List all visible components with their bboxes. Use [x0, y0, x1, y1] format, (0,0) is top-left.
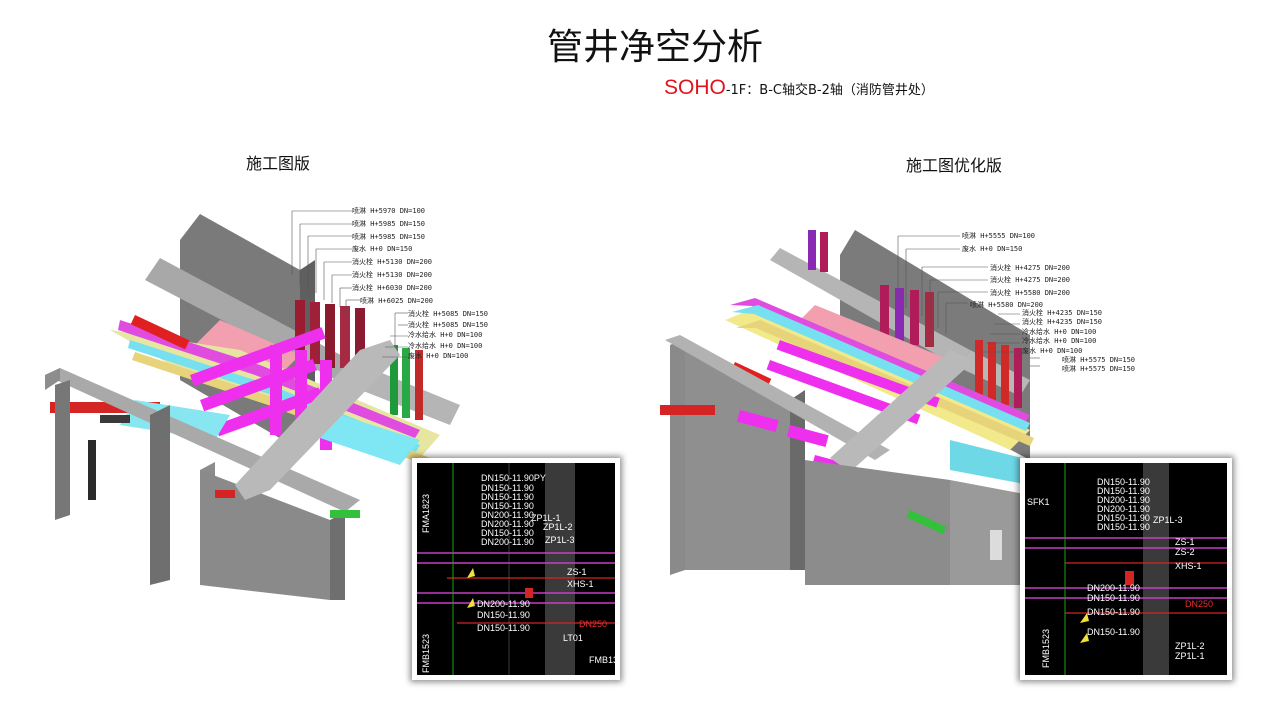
left-annotation: 消火栓 H+5130 DN=200 [352, 258, 433, 267]
right-panel-label: 施工图优化版 [906, 156, 1003, 175]
cad-label: DN150-11.90 [1087, 627, 1140, 637]
left-annotation-list-top: 喷淋 H+5970 DN=100 喷淋 H+5985 DN=150 喷淋 H+5… [352, 205, 433, 307]
left-annotation: 废水 H+0 DN=100 [408, 352, 469, 360]
cad-label: DN150-11.90 [481, 528, 534, 538]
right-annotation: 消火栓 H+4275 DN=200 [990, 276, 1071, 285]
cad-label: ZS-2 [1175, 547, 1195, 557]
cad-label: XHS-1 [567, 579, 594, 589]
left-cad-inset: DN150-11.90PY DN150-11.90 DN150-11.90 DN… [412, 458, 620, 680]
cad-label: DN150-11.90 [1087, 593, 1140, 603]
cad-label: FMB1523 [1041, 629, 1051, 668]
cad-label: ZP1L-1 [1175, 651, 1205, 661]
left-annotation-list-bottom: 消火栓 H+5085 DN=150 消火栓 H+5085 DN=150 冷水给水… [408, 309, 488, 362]
cad-label: DN200-11.90 [477, 599, 530, 609]
left-3d-model [45, 214, 460, 600]
left-annotation-leaders [291, 210, 408, 358]
right-annotation-list-middle: 消火栓 H+4275 DN=200 消火栓 H+4275 DN=200 消火栓 … [970, 262, 1071, 311]
cad-label: DN150-11.90 [1097, 513, 1150, 523]
cad-label: DN200-11.90 [481, 510, 534, 520]
cad-label: DN250 [579, 619, 607, 629]
right-cad-inset: DN150-11.90 DN150-11.90 DN200-11.90 DN20… [1020, 458, 1232, 680]
cad-label: LT01 [563, 633, 583, 643]
left-annotation: 喷淋 H+5985 DN=150 [352, 219, 426, 228]
right-annotation: 冷水给水 H+0 DN=100 [1022, 327, 1097, 336]
right-annotation: 消火栓 H+5580 DN=200 [990, 288, 1071, 297]
cad-label: ZP1L-2 [1175, 641, 1205, 651]
left-annotation: 喷淋 H+5970 DN=100 [352, 207, 426, 215]
right-annotation: 消火栓 H+4235 DN=150 [1022, 318, 1103, 327]
right-annotation: 废水 H+0 DN=150 [962, 245, 1023, 253]
cad-label: ZS-1 [567, 567, 587, 577]
left-annotation: 冷水给水 H+0 DN=100 [408, 341, 483, 350]
cad-label: XHS-1 [1175, 561, 1202, 571]
right-annotation-leaders [897, 235, 1040, 367]
cad-label: DN150-11.90 [481, 492, 534, 502]
cad-label: DN200-11.90 [481, 519, 534, 529]
right-annotation: 喷淋 H+5575 DN=150 [1062, 356, 1136, 365]
cad-label: FMA1823 [421, 494, 431, 533]
right-annotation: 废水 H+0 DN=100 [1022, 346, 1083, 355]
right-annotation-list-bottom: 消火栓 H+4235 DN=150 消火栓 H+4235 DN=150 冷水给水… [1022, 309, 1135, 375]
cad-label: DN200-11.90 [481, 537, 534, 547]
subtitle-location: -1F：B-C轴交B-2轴（消防管井处） [725, 83, 934, 98]
cad-label: SFK1 [1027, 497, 1050, 507]
left-cad-drawing: DN150-11.90PY DN150-11.90 DN150-11.90 DN… [417, 463, 615, 675]
left-annotation: 喷淋 H+5985 DN=150 [352, 232, 426, 241]
right-annotation: 消火栓 H+4235 DN=150 [1022, 309, 1103, 317]
right-annotation: 消火栓 H+4275 DN=200 [990, 264, 1071, 272]
cad-label: ZP1L-1 [531, 513, 561, 523]
cad-label: FMB13 [589, 655, 615, 665]
cad-label: DN150-11.90PY [481, 473, 546, 483]
right-annotation: 冷水给水 H+0 DN=100 [1022, 337, 1097, 346]
left-annotation: 冷水给水 H+0 DN=100 [408, 331, 483, 339]
right-cad-drawing: DN150-11.90 DN150-11.90 DN200-11.90 DN20… [1025, 463, 1227, 675]
cad-label: DN200-11.90 [1097, 495, 1150, 505]
cad-label: DN150-11.90 [481, 483, 534, 493]
cad-label: DN150-11.90 [1097, 486, 1150, 496]
cad-label: ZP1L-2 [543, 522, 573, 532]
cad-label: ZP1L-3 [545, 535, 575, 545]
left-annotation: 消火栓 H+5085 DN=150 [408, 320, 489, 329]
cad-label: DN150-11.90 [1097, 477, 1150, 487]
left-annotation: 消火栓 H+6030 DN=200 [352, 283, 433, 292]
cad-label: ZS-1 [1175, 537, 1195, 547]
cad-label: DN150-11.90 [1087, 607, 1140, 617]
cad-label: DN200-11.90 [1097, 504, 1150, 514]
cad-label: DN150-11.90 [477, 623, 530, 633]
cad-label: DN200-11.90 [1087, 583, 1140, 593]
left-annotation: 喷淋 H+6025 DN=200 [360, 296, 434, 305]
left-annotation: 废水 H+0 DN=150 [352, 245, 413, 254]
left-annotation: 消火栓 H+5130 DN=200 [352, 270, 433, 279]
cad-label: DN150-11.90 [481, 501, 534, 511]
cad-label: DN250 [1185, 599, 1213, 609]
page-title: 管井净空分析 [546, 27, 763, 68]
left-annotation: 消火栓 H+5085 DN=150 [408, 310, 489, 318]
subtitle-brand: SOHO [664, 76, 726, 99]
cad-label: DN150-11.90 [477, 610, 530, 620]
cad-label: DN150-11.90 [1097, 522, 1150, 532]
right-3d-model [660, 230, 1034, 585]
right-annotation: 喷淋 H+5580 DN=200 [970, 300, 1044, 309]
right-annotation: 喷淋 H+5575 DN=150 [1062, 365, 1136, 374]
page-subtitle: SOHO-1F：B-C轴交B-2轴（消防管井处） [664, 76, 934, 100]
cad-label: FMB1523 [421, 634, 431, 673]
right-annotation: 喷淋 H+5555 DN=100 [962, 232, 1036, 240]
left-panel-label: 施工图版 [246, 154, 311, 173]
right-annotation-list-top: 喷淋 H+5555 DN=100 废水 H+0 DN=150 [962, 230, 1035, 256]
cad-label: ZP1L-3 [1153, 515, 1183, 525]
